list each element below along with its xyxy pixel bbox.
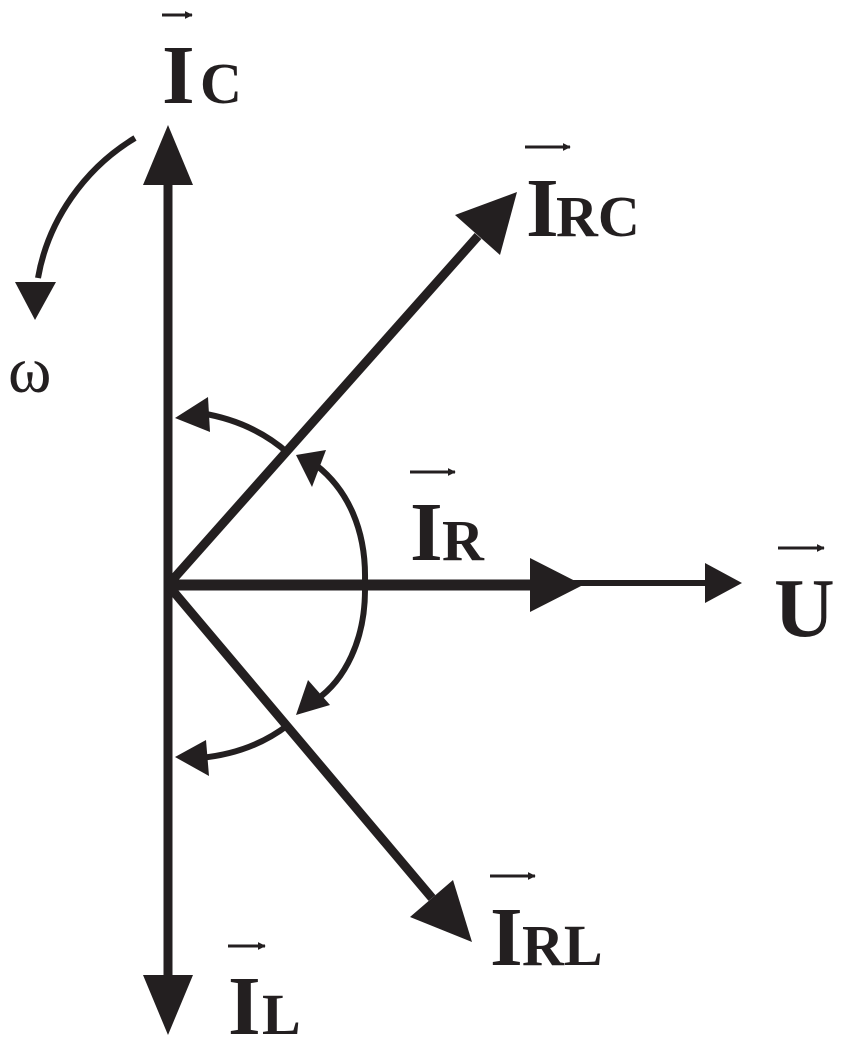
phase-arc-lower-outer	[175, 722, 290, 776]
label-ic-letter: I	[162, 29, 195, 122]
rotation-arrow-icon	[15, 135, 137, 320]
label-irc-subscript: RC	[556, 184, 640, 249]
phase-arc-lower-inner	[296, 589, 368, 715]
label-u-letter: U	[774, 562, 835, 655]
label-irl: I RL	[490, 872, 603, 984]
label-ir-subscript: R	[442, 508, 485, 573]
label-il-letter: I	[228, 960, 261, 1041]
label-irc-letter: I	[526, 162, 559, 255]
phase-arc-upper-inner	[296, 450, 369, 581]
ic-vector	[143, 125, 193, 585]
label-ir: I R	[410, 468, 485, 579]
label-ic: I C	[162, 11, 242, 122]
label-u: U	[774, 544, 835, 655]
il-vector	[143, 585, 193, 1035]
label-irl-subscript: RL	[522, 913, 603, 978]
label-ir-letter: I	[410, 486, 443, 579]
irl-vector	[164, 582, 472, 942]
label-irc: I RC	[525, 143, 640, 255]
label-irl-letter: I	[490, 891, 523, 984]
irc-vector	[164, 192, 517, 588]
omega-symbol: ω	[8, 334, 51, 407]
ir-vector	[168, 558, 583, 612]
phase-arc-upper-outer	[175, 397, 290, 456]
label-il: I L	[228, 942, 301, 1041]
label-il-subscript: L	[262, 982, 301, 1041]
label-ic-subscript: C	[200, 51, 242, 116]
